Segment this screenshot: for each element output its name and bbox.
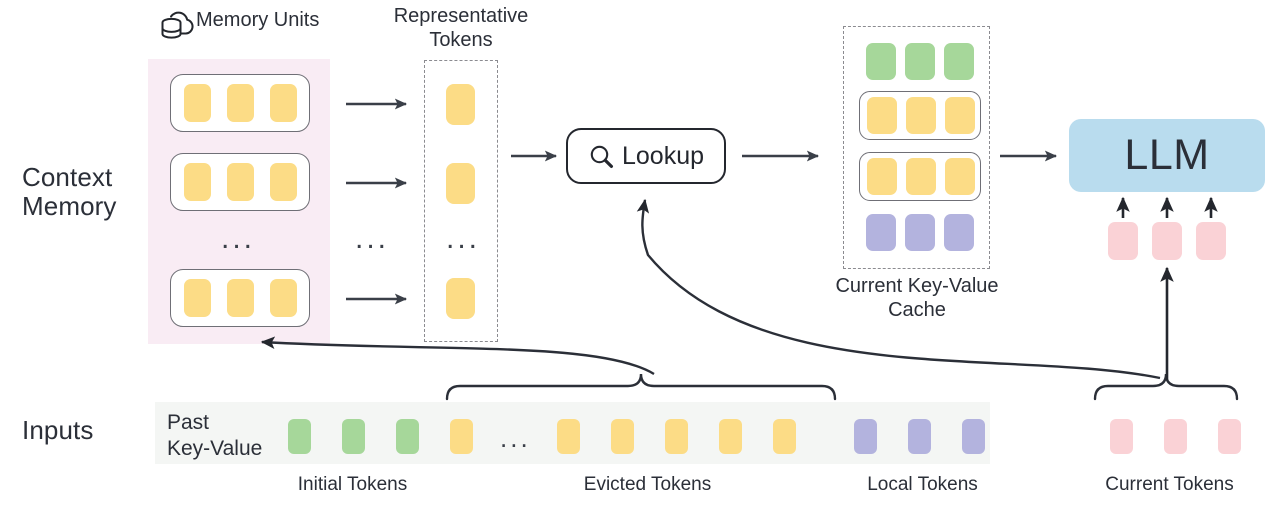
input-token-initial xyxy=(396,419,419,454)
kv-cell xyxy=(867,97,897,134)
memory-unit[interactable] xyxy=(170,153,310,211)
memory-unit[interactable] xyxy=(170,269,310,327)
group-caption-current-tokens: Current Tokens xyxy=(1105,474,1234,495)
memory-token xyxy=(184,84,211,122)
memory-token xyxy=(270,163,297,201)
llm-output-token xyxy=(1108,222,1138,260)
llm-output-token xyxy=(1196,222,1226,260)
between-columns-ellipsis: ... xyxy=(355,222,390,255)
input-token-local xyxy=(962,419,985,454)
input-token-evicted xyxy=(719,419,742,454)
kv-row-initial xyxy=(866,43,974,81)
lookup-box[interactable]: Lookup xyxy=(566,128,726,184)
memory-unit[interactable] xyxy=(170,74,310,132)
input-token-evicted xyxy=(665,419,688,454)
kv-cell xyxy=(906,97,936,134)
llm-output-token xyxy=(1152,222,1182,260)
input-token-current xyxy=(1164,419,1187,454)
lookup-label: Lookup xyxy=(621,141,705,170)
memory-token xyxy=(227,279,254,317)
row-label-inputs: Inputs xyxy=(22,415,94,445)
kv-row-retrieved xyxy=(859,152,981,201)
representative-tokens-ellipsis: ... xyxy=(446,222,481,255)
memory-token xyxy=(227,84,254,122)
evicted-tokens-brace xyxy=(445,373,837,401)
memory-token xyxy=(270,84,297,122)
current-kv-cache-caption: Current Key-Value Cache xyxy=(835,275,999,321)
input-ellipsis: ... xyxy=(500,423,531,453)
representative-tokens-heading: Representative Tokens xyxy=(393,5,529,51)
evicted-to-context-memory-arrow xyxy=(260,336,655,376)
input-token-evicted xyxy=(773,419,796,454)
kv-cell xyxy=(905,43,935,80)
representative-token xyxy=(446,84,475,125)
kv-cell xyxy=(945,97,975,134)
input-token-evicted xyxy=(557,419,580,454)
memory-token xyxy=(227,163,254,201)
kv-cell xyxy=(867,158,897,195)
memory-token xyxy=(184,163,211,201)
past-key-value-label: Past Key-Value xyxy=(167,411,263,460)
input-token-local xyxy=(908,419,931,454)
memory-units-ellipsis: ... xyxy=(221,222,256,255)
kv-row-retrieved xyxy=(859,91,981,140)
kv-row-local xyxy=(866,214,974,252)
current-tokens-brace xyxy=(1093,373,1239,401)
group-caption-initial-tokens: Initial Tokens xyxy=(297,474,408,495)
input-token-current xyxy=(1110,419,1133,454)
input-token-initial xyxy=(342,419,365,454)
kv-cell xyxy=(944,214,974,251)
kv-cell xyxy=(945,158,975,195)
kv-cell xyxy=(944,43,974,80)
output-tokens-to-llm-arrows xyxy=(1116,196,1218,218)
memory-token xyxy=(184,279,211,317)
magnifier-icon xyxy=(588,143,615,170)
input-token-initial xyxy=(288,419,311,454)
input-token-evicted xyxy=(611,419,634,454)
memory-to-representative-arrows xyxy=(346,98,408,305)
input-token-evicted xyxy=(450,419,473,454)
input-token-current xyxy=(1218,419,1241,454)
input-token-local xyxy=(854,419,877,454)
kv-cell xyxy=(906,158,936,195)
cloud-database-icon xyxy=(157,4,199,46)
kv-cell xyxy=(905,214,935,251)
memory-token xyxy=(270,279,297,317)
representative-token xyxy=(446,278,475,319)
memory-units-heading: Memory Units xyxy=(196,9,320,31)
llm-label: LLM xyxy=(1124,131,1210,179)
representative-token xyxy=(446,163,475,204)
row-label-context-memory: Context Memory xyxy=(22,162,117,222)
group-caption-evicted-tokens: Evicted Tokens xyxy=(583,474,712,495)
kv-cell xyxy=(866,43,896,80)
group-caption-local-tokens: Local Tokens xyxy=(867,474,978,495)
llm-box: LLM xyxy=(1069,119,1265,192)
kv-cell xyxy=(866,214,896,251)
